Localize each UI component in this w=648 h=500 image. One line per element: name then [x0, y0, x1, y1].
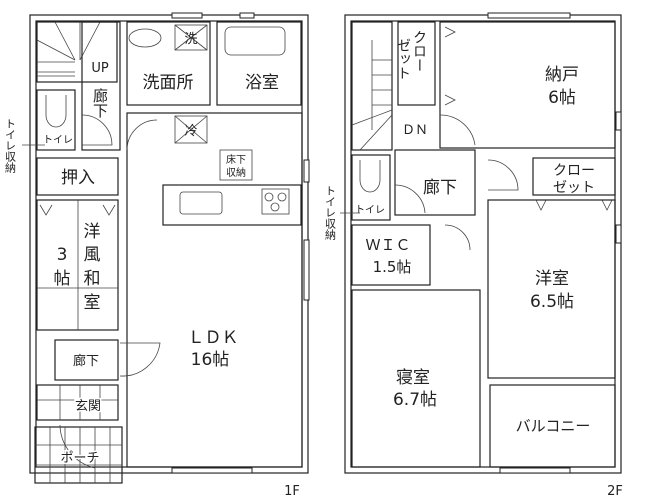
ldk-size: 16帖: [191, 350, 230, 370]
oshiire-closet: [36, 157, 119, 196]
door-swing: [444, 224, 471, 251]
washroom-label: 洗面所: [143, 73, 194, 93]
door-swing: [394, 184, 426, 214]
kitchen-counter: [162, 184, 302, 226]
wic-label: ＷＩＣ: [365, 236, 410, 254]
stairs-down-label: ＤＮ: [402, 123, 428, 138]
svg-text:洗: 洗: [184, 32, 197, 47]
floor-1: UP 廊下 トイレ トイレ収納 洗 洗面所 浴室 冷 床下 収納: [4, 12, 310, 499]
ldk-room: [126, 112, 303, 468]
porch: ポーチ: [34, 424, 123, 484]
stairs-up-label: UP: [91, 61, 109, 76]
wic-size: 1.5帖: [373, 258, 412, 276]
door-swing: [439, 114, 476, 146]
storage-label: 納戸: [545, 65, 579, 85]
window: [487, 12, 571, 19]
floor-2-label: 2F: [607, 484, 623, 499]
svg-text:トイレ: トイレ: [355, 205, 385, 216]
upper-hallway: [81, 21, 121, 151]
window: [303, 159, 310, 183]
svg-text:収納: 収納: [226, 166, 246, 179]
svg-text:ポーチ: ポーチ: [60, 451, 99, 466]
closet-left: [397, 21, 436, 106]
oshiire-label: 押入: [61, 168, 95, 188]
western-japanese-room: [36, 199, 119, 331]
stairs: UP: [36, 21, 118, 83]
svg-text:床下: 床下: [226, 153, 246, 166]
door-swing: [81, 114, 113, 146]
toilet-label: トイレ: [43, 135, 73, 146]
window: [499, 467, 571, 474]
hallway: [394, 149, 476, 216]
svg-text:玄関: 玄関: [75, 399, 101, 414]
lower-hallway-label: 廊下: [73, 353, 99, 369]
toilet-icon: [359, 160, 381, 193]
svg-text:帖: 帖: [54, 269, 71, 289]
ldk-label: ＬＤＫ: [188, 328, 239, 348]
entrance: 玄関: [36, 384, 119, 421]
svg-text:クロー: クロー: [553, 163, 595, 179]
balcony: [489, 384, 616, 468]
lower-hallway: [54, 339, 119, 381]
bathroom-label: 浴室: [245, 73, 279, 93]
toilet-icon: [45, 95, 67, 128]
door-swing: [487, 159, 519, 191]
window: [615, 111, 622, 131]
washroom: [126, 21, 211, 106]
svg-text:洋: 洋: [84, 222, 101, 242]
door-swing: [126, 119, 158, 151]
stove-icon: [261, 188, 290, 215]
bedroom-size: 6.7帖: [393, 390, 437, 410]
storage-size: 6帖: [548, 88, 576, 108]
svg-text:和: 和: [84, 269, 101, 289]
svg-text:室: 室: [84, 293, 101, 313]
western-room: [487, 199, 616, 379]
door-swing: [119, 342, 161, 377]
fridge-icon: 冷: [174, 115, 208, 144]
toilet-room: [351, 154, 391, 221]
outer-wall-outer: [344, 14, 622, 474]
window: [239, 12, 255, 19]
closet-right: [532, 157, 616, 196]
svg-text:風: 風: [84, 245, 101, 265]
svg-text:冷: 冷: [184, 124, 197, 139]
stairs: [351, 21, 393, 151]
balcony-label: バルコニー: [516, 417, 591, 435]
bedroom: [351, 289, 481, 468]
walk-in-closet: [351, 224, 431, 286]
svg-text:ゼット: ゼット: [395, 38, 411, 80]
floor-2: ＤＮ クロー ゼット 納戸 6帖 トイレ トイレ収納 廊下 クロー ゼット ＷＩ…: [324, 12, 623, 499]
svg-text:クロー: クロー: [411, 30, 427, 72]
toilet-storage-label: トイレ収納: [324, 185, 337, 241]
hallway-label: 廊下: [423, 178, 457, 198]
storage-room: [439, 21, 616, 149]
western-room-size: 6.5帖: [530, 292, 574, 312]
bathtub-icon: [224, 26, 286, 56]
window: [303, 239, 310, 301]
upper-hallway-label: 廊下: [91, 88, 109, 118]
washer-icon: 洗: [174, 24, 208, 51]
svg-text:ゼット: ゼット: [553, 180, 595, 196]
underfloor-storage: [219, 149, 253, 181]
bedroom-label: 寝室: [396, 367, 430, 388]
washbasin-icon: [128, 28, 162, 48]
toilet-room: [36, 89, 76, 151]
bathroom: [216, 21, 302, 106]
window: [171, 467, 253, 474]
floor-1-label: 1F: [284, 484, 300, 499]
toilet-storage-label: トイレ収納: [4, 118, 17, 174]
sink-icon: [179, 191, 223, 215]
svg-text:3: 3: [57, 245, 68, 265]
western-room-label: 洋室: [535, 269, 569, 289]
window: [171, 12, 203, 19]
window: [615, 224, 622, 244]
